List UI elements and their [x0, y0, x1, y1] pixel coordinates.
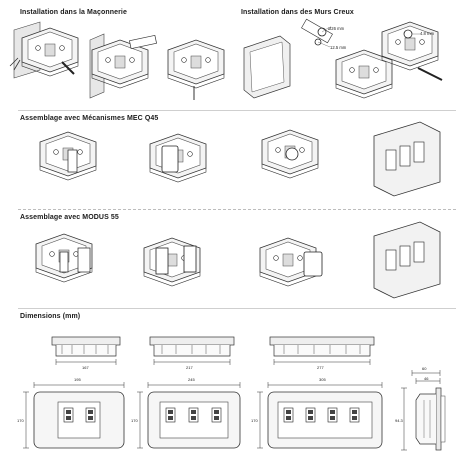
dim-front-4m-height: 170	[251, 418, 258, 423]
modus-assembly-step-3	[259, 237, 323, 287]
install-hollow-wall-step-3: 4.8 mm	[381, 21, 443, 81]
front-view-4-module: 305 170	[251, 377, 383, 449]
modus-assembly-step-1	[35, 233, 93, 283]
dim-front-3m-height: 170	[131, 418, 138, 423]
dim-side-height: 94.3	[395, 418, 404, 423]
dim-front-2m-width: 195	[74, 377, 81, 382]
front-view-2-module: 195 170	[17, 377, 125, 449]
mec-assembly-step-3	[261, 129, 319, 179]
dim-side-top: 60	[422, 366, 427, 371]
top-view-2-module: 167	[51, 336, 121, 370]
install-hollow-wall-step-1	[243, 35, 291, 99]
install-masonry-step-2	[89, 33, 157, 99]
section-title-assemblage-modus: Assemblage avec MODUS 55	[20, 214, 119, 221]
divider	[18, 209, 456, 210]
top-view-4-module: 277	[269, 336, 375, 370]
dim-top-4m: 277	[317, 365, 324, 370]
modus-assembly-step-4	[373, 221, 441, 299]
top-view-3-module: 217	[149, 336, 235, 370]
divider	[18, 308, 456, 309]
mec-assembly-step-4	[373, 121, 441, 197]
install-hollow-wall-step-2: Ø26 mm 12.5 mm	[301, 18, 393, 99]
side-view: 60 46 94.3	[395, 366, 446, 451]
front-view-3-module: 245 170	[131, 377, 241, 449]
install-masonry-step-3	[167, 39, 225, 100]
divider	[18, 110, 456, 111]
mec-assembly-step-1	[39, 131, 97, 181]
callout-wall-depth: 12.5 mm	[330, 45, 347, 50]
section-title-dimensions: Dimensions (mm)	[20, 313, 81, 320]
install-masonry-step-1	[9, 21, 79, 79]
callout-screw-depth: 4.8 mm	[420, 31, 434, 36]
dim-side-mid: 46	[424, 376, 429, 381]
callout-hole-diameter: Ø26 mm	[328, 26, 345, 31]
dim-front-4m-width: 305	[319, 377, 326, 382]
modus-assembly-step-2	[143, 237, 201, 287]
section-title-installation-maconnerie: Installation dans la Maçonnerie	[20, 9, 127, 16]
dim-top-3m: 217	[186, 365, 193, 370]
section-title-installation-murs-creux: Installation dans des Murs Creux	[241, 9, 354, 16]
dim-top-2m: 167	[82, 365, 89, 370]
section-title-assemblage-mec: Assemblage avec Mécanismes MEC Q45	[20, 115, 159, 122]
dim-front-3m-width: 245	[188, 377, 195, 382]
mec-assembly-step-2	[149, 133, 207, 183]
dim-front-2m-height: 170	[17, 418, 24, 423]
